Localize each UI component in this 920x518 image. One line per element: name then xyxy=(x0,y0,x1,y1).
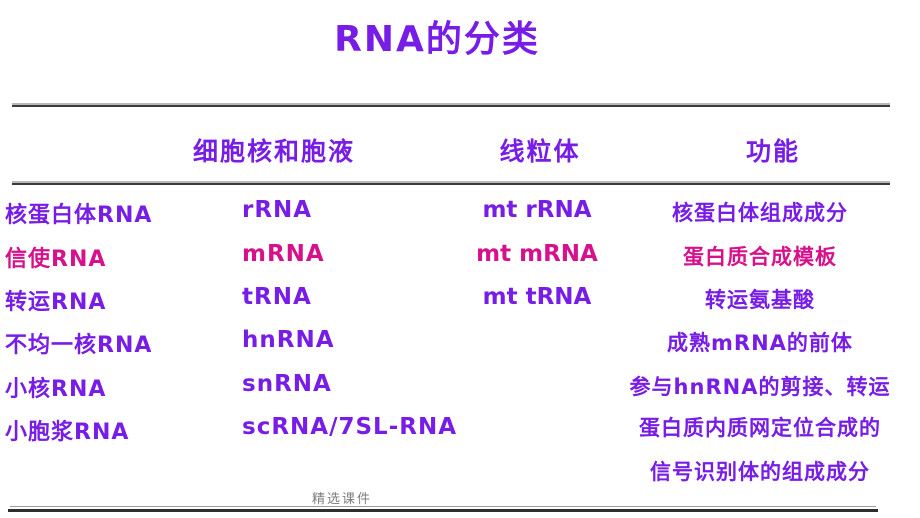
rna-mitochondria: mt rRNA xyxy=(482,197,592,223)
table-row-small-nuclear-rna: 小核RNA snRNA 参与hnRNA的剪接、转运 xyxy=(0,371,920,415)
divider-header xyxy=(12,183,890,185)
rna-name: 核蛋白体RNA xyxy=(5,203,153,228)
table-row-transfer-rna: 转运RNA tRNA mt tRNA 转运氨基酸 xyxy=(0,284,920,328)
rna-name: 不均一核RNA xyxy=(5,333,153,358)
column-header-mitochondria: 线粒体 xyxy=(499,137,581,166)
footer-watermark: 精选课件 xyxy=(311,492,372,507)
table-row-small-cytoplasmic-rna: 小胞浆RNA scRNA/7SL-RNA 蛋白质内质网定位合成的 信号识别体的组… xyxy=(0,414,920,484)
table-row-messenger-rna: 信使RNA mRNA mt mRNA 蛋白质合成模板 xyxy=(0,241,920,285)
rna-function: 蛋白质内质网定位合成的 信号识别体的组成成分 xyxy=(610,414,910,486)
rna-name: 小核RNA xyxy=(5,377,107,402)
rna-name: 转运RNA xyxy=(5,290,107,315)
divider-bottom-thin xyxy=(10,506,876,507)
rna-function: 蛋白质合成模板 xyxy=(683,245,837,269)
rna-nucleus-cytosol: rRNA xyxy=(242,197,313,223)
divider-top xyxy=(12,105,890,107)
rna-nucleus-cytosol: mRNA xyxy=(242,241,325,267)
column-header-nucleus-cytosol: 细胞核和胞液 xyxy=(192,137,355,166)
rna-nucleus-cytosol: hnRNA xyxy=(242,327,335,353)
rna-mitochondria: mt tRNA xyxy=(482,284,592,310)
rna-nucleus-cytosol: snRNA xyxy=(242,371,332,397)
rna-mitochondria: mt mRNA xyxy=(476,241,598,267)
rna-nucleus-cytosol: tRNA xyxy=(242,284,312,310)
divider-bottom-thick xyxy=(8,509,878,512)
rna-function-line1: 蛋白质内质网定位合成的 xyxy=(639,416,881,440)
rna-function: 核蛋白体组成成分 xyxy=(672,201,848,225)
rna-name: 小胞浆RNA xyxy=(5,420,130,445)
slide-title: RNA的分类 xyxy=(334,19,540,60)
rna-function: 成熟mRNA的前体 xyxy=(667,331,853,355)
rna-nucleus-cytosol: scRNA/7SL-RNA xyxy=(242,414,458,440)
column-header-function: 功能 xyxy=(745,137,800,166)
rna-function-line2: 信号识别体的组成成分 xyxy=(650,460,870,484)
rna-function: 参与hnRNA的剪接、转运 xyxy=(629,375,891,399)
table-row-ribosomal-rna: 核蛋白体RNA rRNA mt rRNA 核蛋白体组成成分 xyxy=(0,197,920,241)
rna-function: 转运氨基酸 xyxy=(705,288,815,312)
table-row-heterogeneous-nuclear-rna: 不均一核RNA hnRNA 成熟mRNA的前体 xyxy=(0,327,920,371)
rna-name: 信使RNA xyxy=(5,247,107,272)
